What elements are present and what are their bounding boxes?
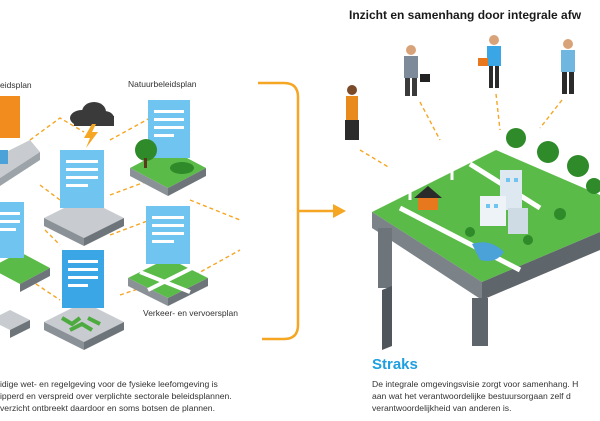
trees-icon <box>465 128 600 245</box>
integrated-landscape-platform <box>372 112 600 350</box>
dashed-connectors <box>29 117 241 301</box>
right-description: De integrale omgevingsvisie zorgt voor s… <box>372 378 578 414</box>
left-description-line: verzicht ontbreekt daardoor en soms bots… <box>0 403 215 413</box>
plan-tile-verkeer <box>128 206 208 306</box>
right-description-line: aan wat het verantwoordelijke bestuursor… <box>372 391 571 401</box>
left-description-line: idige wet- en regelgeving voor de fysiek… <box>0 379 218 389</box>
left-description-line: ipperd en verspreid over verplichte sect… <box>0 391 232 401</box>
plan-tile-center <box>44 150 124 246</box>
dashed-connectors-right <box>359 93 563 169</box>
person-figure-right <box>561 39 575 94</box>
right-title: Inzicht en samenhang door integrale afw <box>349 8 582 22</box>
city-buildings-icon <box>480 170 528 234</box>
label-beleidsplan: eidsplan <box>0 80 32 90</box>
flow-arrow-icon <box>258 81 346 341</box>
person-figure-left <box>345 85 359 140</box>
wind-turbine-icon <box>393 112 467 200</box>
right-description-line: De integrale omgevingsvisie zorgt voor s… <box>372 379 579 389</box>
tree-icon <box>135 139 157 161</box>
house-icon <box>414 186 442 210</box>
heading-straks: Straks <box>372 356 418 373</box>
person-figure-suit <box>404 45 430 96</box>
plan-tile-bottom-left <box>0 310 30 338</box>
plan-tile-left <box>0 202 50 292</box>
plan-tile-beleidsplan <box>0 96 40 186</box>
label-verkeer-vervoersplan: Verkeer- en vervoersplan <box>143 308 238 318</box>
right-description-line: verantwoordelijkheid van anderen is. <box>372 403 512 413</box>
person-figure-woman <box>478 35 501 88</box>
label-natuurbeleidsplan: Natuurbeleidsplan <box>128 79 197 89</box>
plan-tile-structuurvisie <box>44 250 124 350</box>
left-description: idige wet- en regelgeving voor de fysiek… <box>0 378 232 414</box>
document-icon <box>0 96 20 138</box>
storm-cloud-icon <box>70 102 114 148</box>
plan-tile-natuur <box>130 100 206 196</box>
